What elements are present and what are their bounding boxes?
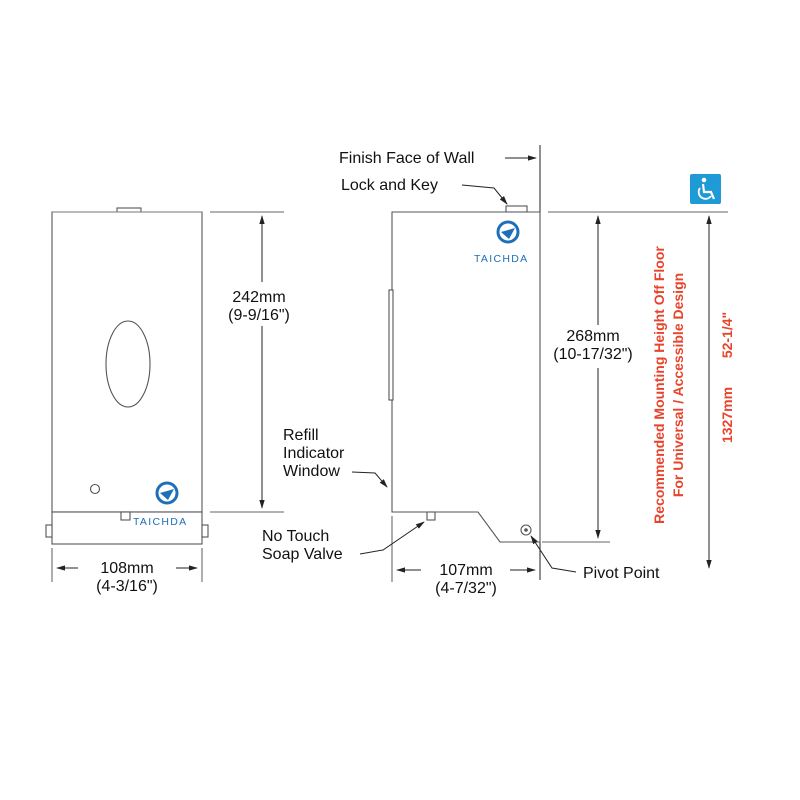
front-width-mm: 108mm [100, 560, 153, 577]
sensor-icon [89, 483, 101, 495]
side-dispenser-body [391, 211, 541, 543]
side-nozzle [426, 511, 436, 521]
mounting-line2: For Universal / Accessible Design [670, 273, 686, 497]
brand-text: TAICHDA [133, 516, 187, 528]
lock-key-label: Lock and Key [341, 177, 438, 194]
front-nozzle [120, 511, 131, 521]
valve-label-line2: Soap Valve [262, 546, 343, 563]
mounting-line1: Recommended Mounting Height Off Floor [651, 246, 667, 524]
mounting-height: Recommended Mounting Height Off Floor Fo… [651, 174, 735, 569]
side-depth-in: (4-7/32") [435, 580, 497, 597]
refill-label-line3: Window [283, 463, 340, 480]
side-height-in: (10-17/32") [553, 346, 633, 363]
side-refill-window [388, 289, 394, 401]
front-width-in: (4-3/16") [96, 578, 158, 595]
brand-text-side: TAICHDA [474, 253, 528, 265]
front-height-in: (9-9/16") [228, 307, 290, 324]
accessibility-icon [690, 174, 721, 204]
mounting-height-in: 52-1/4" [719, 312, 735, 358]
taichda-logo-front: TAICHDA [133, 481, 187, 528]
refill-window-front [105, 320, 151, 408]
refill-label-line2: Indicator [283, 445, 345, 462]
valve-label-line1: No Touch [262, 528, 329, 545]
mounting-height-mm: 1327mm [719, 387, 735, 443]
side-lock-tab [505, 205, 528, 213]
front-view: TAICHDA 108mm (4-3/16") 242mm (9-9/16") [45, 207, 290, 595]
pivot-label: Pivot Point [583, 565, 660, 582]
side-view: Finish Face of Wall Lock and Key TAICHDA… [262, 145, 728, 597]
refill-label-line1: Refill [283, 427, 319, 444]
side-depth-mm: 107mm [439, 562, 492, 579]
side-height-mm: 268mm [566, 328, 619, 345]
finish-face-label: Finish Face of Wall [339, 150, 474, 167]
taichda-logo-side: TAICHDA [474, 220, 528, 265]
front-height-mm: 242mm [232, 289, 285, 306]
